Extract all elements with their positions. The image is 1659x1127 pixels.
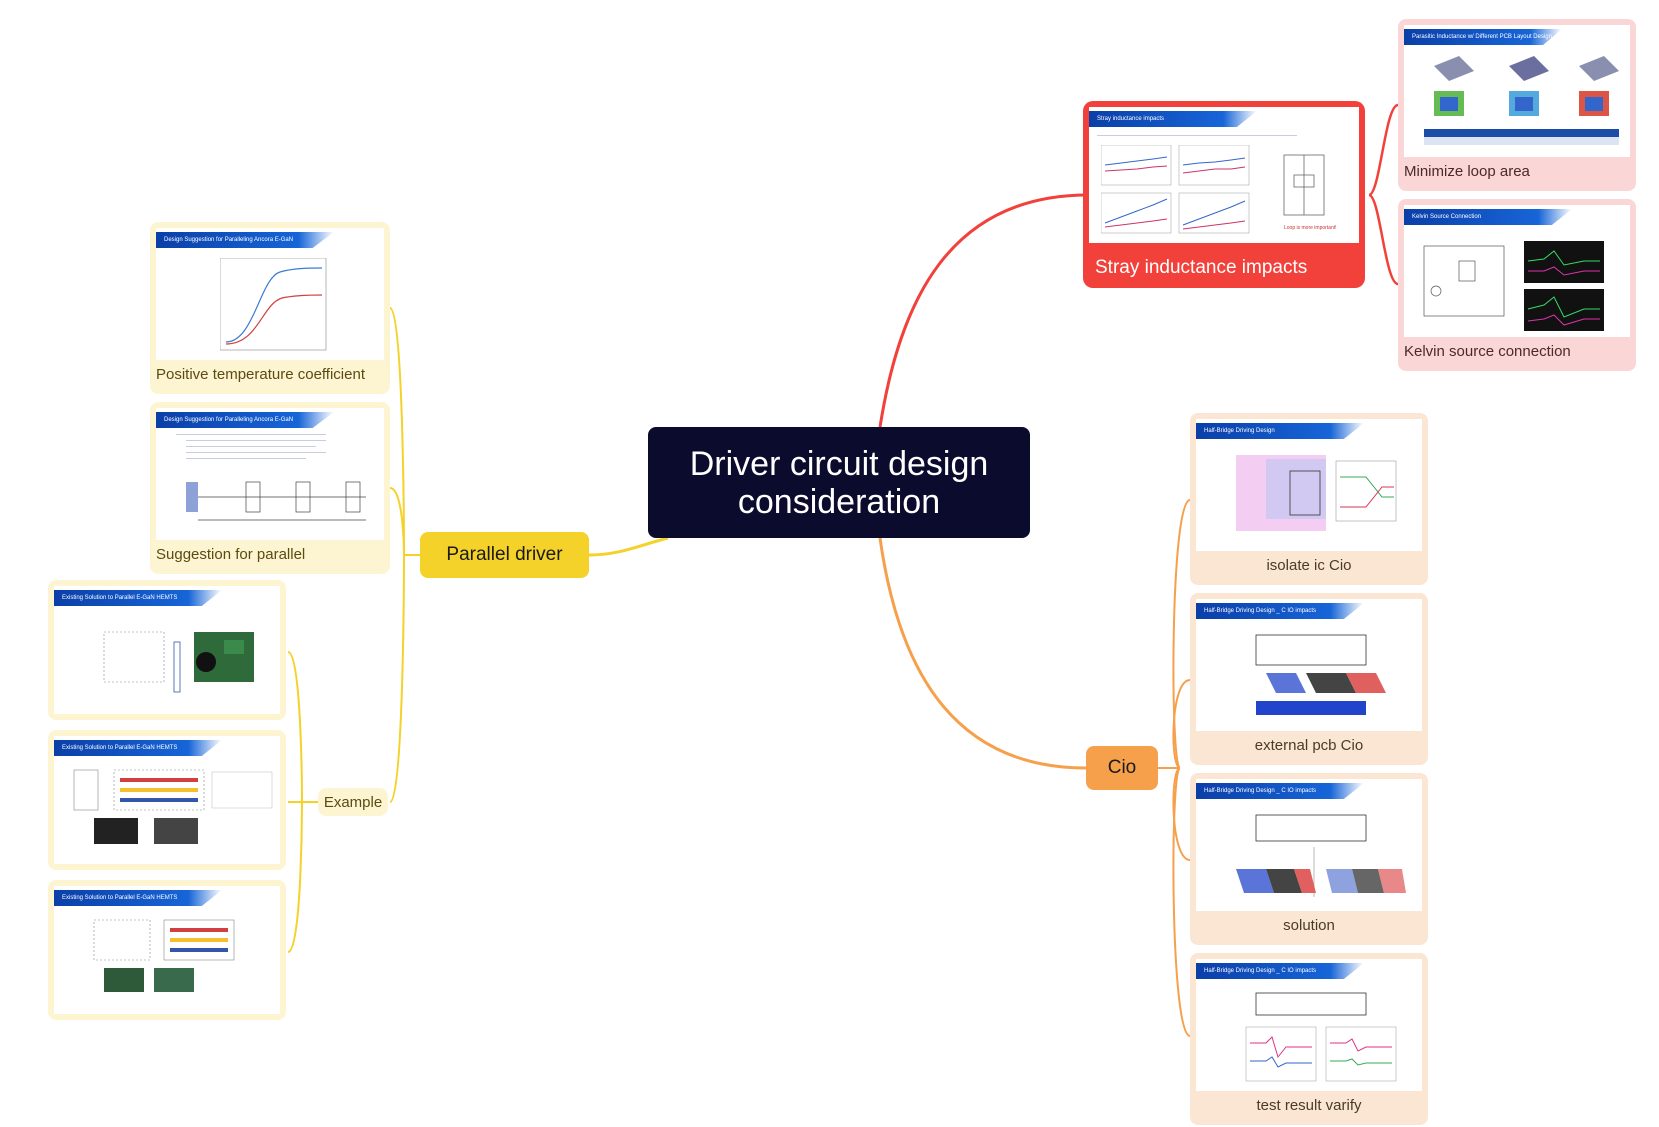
topic-positive-temperature-coefficient[interactable]: Design Suggestion for Paralleling Ancora…	[150, 222, 390, 394]
suggestion-caption: Suggestion for parallel	[156, 546, 306, 563]
slide-banner: Parasitic Inductance w/ Different PCB La…	[1404, 29, 1562, 45]
example-slide-2[interactable]: Existing Solution to Parallel E-GaN HEMT…	[48, 730, 286, 870]
isolate-ic-slide-thumbnail: Half-Bridge Driving Design	[1196, 419, 1422, 551]
slide-solution-graphic	[1236, 814, 1406, 897]
slide-banner: Stray inductance impacts	[1089, 111, 1257, 127]
example-2-slide-thumbnail: Existing Solution to Parallel E-GaN HEMT…	[54, 736, 280, 864]
topic-test-result-varify[interactable]: Half-Bridge Driving Design _ C IO impact…	[1190, 953, 1428, 1125]
slide-banner: Design Suggestion for Paralleling Ancora…	[156, 412, 334, 428]
slide-test-result-graphic	[1245, 992, 1397, 1082]
solution-caption: solution	[1283, 917, 1335, 934]
slide-banner: Kelvin Source Connection	[1404, 209, 1572, 225]
topic-minimize-loop-area[interactable]: Parasitic Inductance w/ Different PCB La…	[1398, 19, 1636, 191]
slide-banner: Existing Solution to Parallel E-GaN HEMT…	[54, 740, 222, 756]
slide-banner: Existing Solution to Parallel E-GaN HEMT…	[54, 890, 222, 906]
slide-banner: Half-Bridge Driving Design	[1196, 423, 1364, 439]
stray-slide-thumbnail: Stray inductance impacts Loop is more im…	[1089, 107, 1359, 243]
example-slide-1[interactable]: Existing Solution to Parallel E-GaN HEMT…	[48, 580, 286, 720]
example-slide-3[interactable]: Existing Solution to Parallel E-GaN HEMT…	[48, 880, 286, 1020]
cio-label: Cio	[1107, 757, 1137, 778]
topic-example[interactable]: Example	[318, 788, 388, 816]
loop-area-slide-thumbnail: Parasitic Inductance w/ Different PCB La…	[1404, 25, 1630, 157]
topic-cio[interactable]: Cio	[1086, 746, 1158, 790]
topic-parallel-driver[interactable]: Parallel driver	[420, 532, 589, 578]
stray-caption: Stray inductance impacts	[1095, 257, 1308, 278]
svg-text:Loop is more important!: Loop is more important!	[1284, 225, 1337, 231]
slide-banner: Design Suggestion for Paralleling Ancora…	[156, 232, 334, 248]
slide-external-pcb-graphic	[1255, 634, 1386, 715]
topic-kelvin-source-connection[interactable]: Kelvin Source Connection Kelvin source c…	[1398, 199, 1636, 371]
suggestion-slide-thumbnail: Design Suggestion for Paralleling Ancora…	[156, 408, 384, 540]
slide-circuit-graphic: Loop is more important!	[1283, 154, 1337, 231]
topic-external-pcb-cio[interactable]: Half-Bridge Driving Design _ C IO impact…	[1190, 593, 1428, 765]
slide-example-3-graphic	[93, 919, 235, 992]
ptc-caption: Positive temperature coefficient	[156, 366, 365, 383]
topic-suggestion-for-parallel[interactable]: Design Suggestion for Paralleling Ancora…	[150, 402, 390, 574]
slide-kelvin-graphic	[1423, 241, 1604, 331]
loop-area-caption: Minimize loop area	[1404, 163, 1530, 180]
slide-layout-graphic	[1424, 56, 1619, 145]
example-3-slide-thumbnail: Existing Solution to Parallel E-GaN HEMT…	[54, 886, 280, 1014]
example-label: Example	[323, 793, 383, 811]
test-result-slide-thumbnail: Half-Bridge Driving Design _ C IO impact…	[1196, 959, 1422, 1091]
slide-parallel-circuit	[186, 481, 366, 521]
slide-banner: Existing Solution to Parallel E-GaN HEMT…	[54, 590, 222, 606]
slide-banner: Half-Bridge Driving Design _ C IO impact…	[1196, 963, 1364, 979]
solution-slide-thumbnail: Half-Bridge Driving Design _ C IO impact…	[1196, 779, 1422, 911]
slide-ptc-chart	[220, 258, 327, 351]
topic-solution[interactable]: Half-Bridge Driving Design _ C IO impact…	[1190, 773, 1428, 945]
isolate-ic-caption: isolate ic Cio	[1266, 557, 1352, 574]
test-result-caption: test result varify	[1256, 1097, 1362, 1114]
slide-chart-graphic	[1101, 145, 1250, 234]
ptc-slide-thumbnail: Design Suggestion for Paralleling Ancora…	[156, 228, 384, 360]
topic-isolate-ic-cio[interactable]: Half-Bridge Driving Design isolate ic Ci…	[1190, 413, 1428, 585]
kelvin-caption: Kelvin source connection	[1404, 343, 1571, 360]
topic-stray-inductance[interactable]: Stray inductance impacts Loop is more im…	[1083, 101, 1365, 288]
slide-banner: Half-Bridge Driving Design _ C IO impact…	[1196, 603, 1364, 619]
external-pcb-slide-thumbnail: Half-Bridge Driving Design _ C IO impact…	[1196, 599, 1422, 731]
slide-example-2-graphic	[73, 769, 273, 844]
example-1-slide-thumbnail: Existing Solution to Parallel E-GaN HEMT…	[54, 586, 280, 714]
slide-banner: Half-Bridge Driving Design _ C IO impact…	[1196, 783, 1364, 799]
root-topic[interactable]: Driver circuit design consideration	[648, 427, 1030, 538]
parallel-driver-label: Parallel driver	[446, 544, 563, 565]
slide-example-1-graphic	[103, 631, 254, 693]
kelvin-slide-thumbnail: Kelvin Source Connection	[1404, 205, 1630, 337]
external-pcb-caption: external pcb Cio	[1254, 737, 1364, 754]
slide-isolate-graphic	[1236, 455, 1397, 531]
root-topic-title: Driver circuit design consideration	[689, 444, 989, 521]
